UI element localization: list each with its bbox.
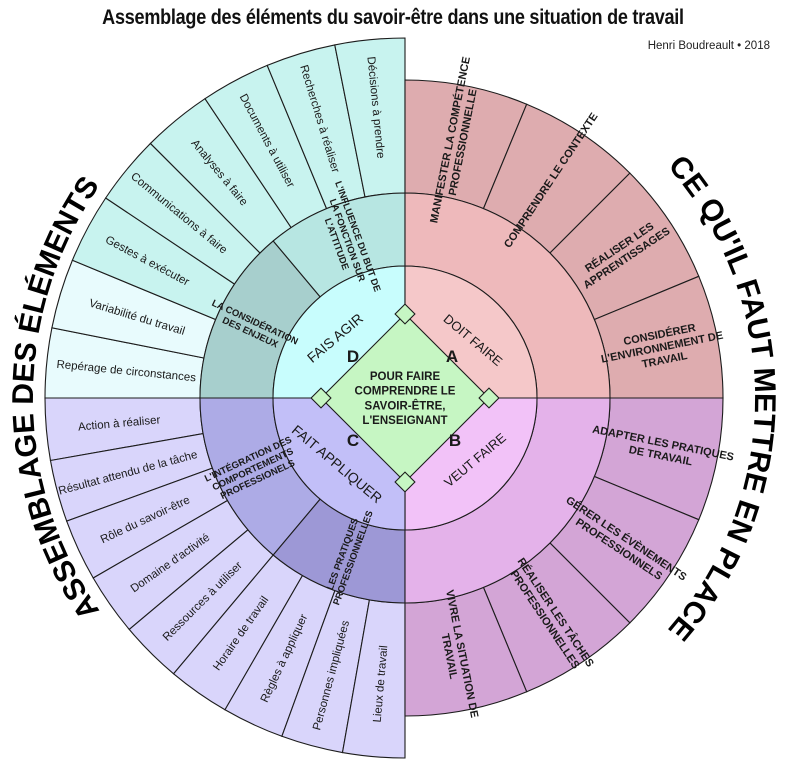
corner-c-label-line: C [347, 431, 359, 450]
center-text-line: SAVOIR-ÊTRE, [365, 399, 446, 412]
center-notch [394, 471, 416, 493]
author-credit: Henri Boudreault • 2018 [647, 40, 770, 52]
corner-b-label-line: B [449, 431, 461, 450]
corner-c-label: C [347, 431, 359, 450]
center-notch [394, 303, 416, 325]
center-text-line: COMPRENDRE LE [355, 386, 456, 398]
corner-b-label: B [449, 431, 461, 450]
page-title: Assemblage des éléments du savoir-être d… [102, 6, 684, 29]
center-text-line: L'ENSEIGNANT [362, 415, 447, 427]
corner-a-label-line: A [446, 347, 458, 366]
corner-d-label: D [347, 347, 359, 366]
center-notch [478, 387, 500, 409]
center-notch [310, 387, 332, 409]
center-text-line: POUR FAIRE [370, 371, 441, 383]
corner-a-label: A [446, 347, 458, 366]
corner-d-label-line: D [347, 347, 359, 366]
